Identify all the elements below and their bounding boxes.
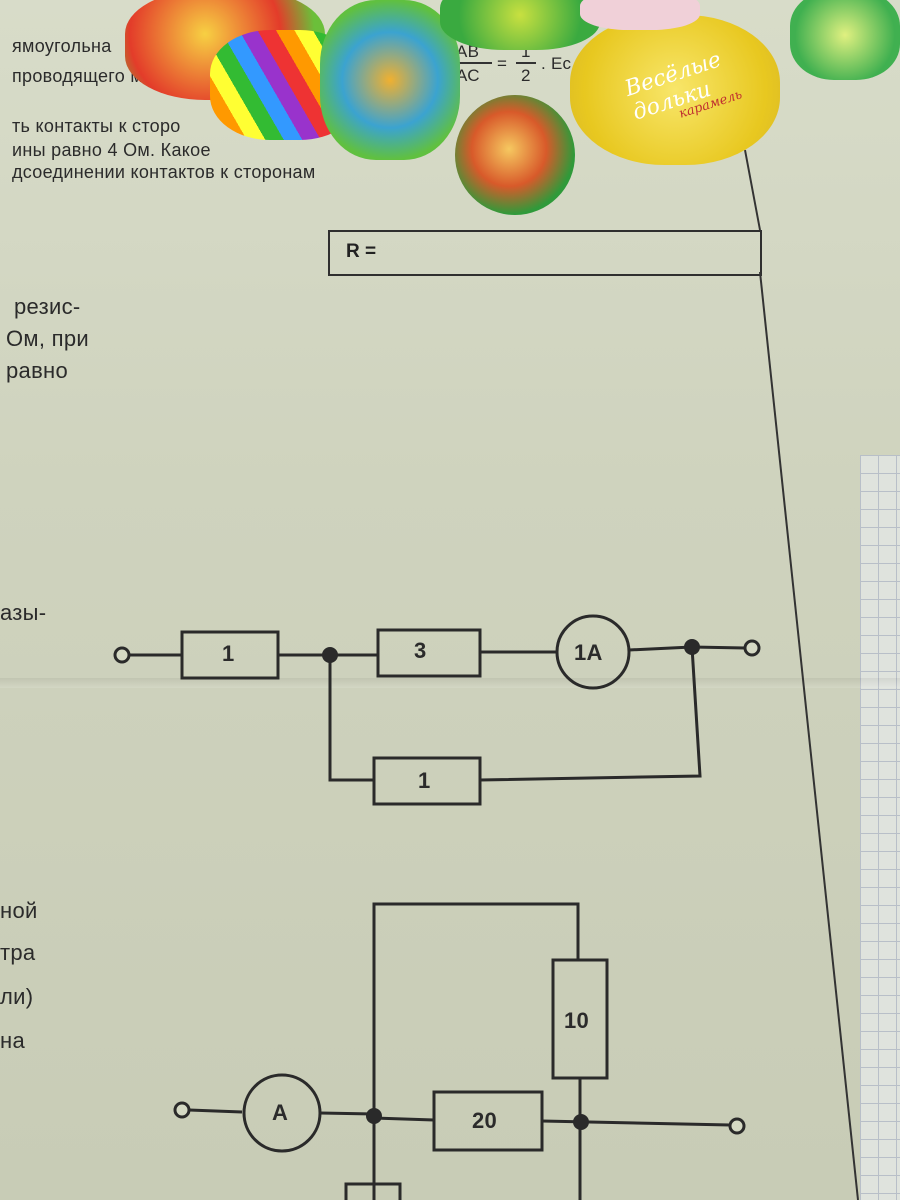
left-fragment-1: резис- <box>14 294 81 319</box>
left-fragment-4: азы- <box>0 600 47 625</box>
bottom-fragment-2: тра <box>0 940 36 965</box>
candy-wrapper-corner <box>790 0 900 80</box>
candy-wrapper-green-top <box>440 0 600 50</box>
grid-paper-edge <box>860 455 900 1200</box>
node-4 <box>573 1114 589 1130</box>
resistor-1a-label: 1 <box>222 641 235 666</box>
fraction-bar-right <box>516 62 536 64</box>
node-1 <box>322 647 338 663</box>
left-fragment-2: Ом, при <box>6 326 89 351</box>
node-2 <box>684 639 700 655</box>
fraction-bar-left <box>452 62 492 64</box>
fraction-tail: . Ес <box>541 54 572 73</box>
answer-label: R = <box>346 241 377 262</box>
terminal-right-2 <box>728 1117 746 1135</box>
ammeter-a-label: A <box>272 1100 289 1125</box>
resistor-3 <box>376 628 482 678</box>
circuit-1 <box>113 614 761 806</box>
bottom-fragment-4: на <box>0 1028 25 1053</box>
candy-wrapper-pink <box>580 0 700 30</box>
terminal-left-2 <box>173 1101 191 1119</box>
fraction-denominator-right: 2 <box>521 66 531 85</box>
text-line-1: ямоугольна <box>12 36 112 56</box>
left-fragment-3: равно <box>6 358 69 383</box>
text-line-4: ины равно 4 Ом. Какое <box>12 140 211 160</box>
candy-wrapper-blue <box>320 0 460 160</box>
resistor-3-label: 3 <box>414 638 427 663</box>
border-line-right <box>759 271 859 1200</box>
node-3 <box>366 1108 382 1124</box>
circuit-2 <box>173 902 746 1200</box>
fraction-numerator-right: 1 <box>521 42 531 61</box>
resistor-20-label: 20 <box>472 1108 498 1133</box>
terminal-left-1 <box>113 646 131 664</box>
fraction-denominator-left: АС <box>456 66 480 85</box>
paper-fold <box>0 678 900 688</box>
text-line-5: дсоединении контактов к сторонам <box>12 162 316 182</box>
candy-lemon-wrapper: Весёлые дольки карамель <box>570 15 780 165</box>
resistor-partial <box>344 1182 402 1200</box>
terminal-right-1 <box>743 639 761 657</box>
resistor-1b <box>372 756 482 806</box>
candy-wrapper-green <box>455 95 575 215</box>
resistor-10-label: 10 <box>564 1008 590 1033</box>
border-line-top <box>744 149 761 231</box>
answer-box[interactable]: R = <box>328 230 762 276</box>
bottom-fragment-1: ной <box>0 898 38 923</box>
text-line-3: ть контакты к сторо <box>12 116 181 136</box>
ammeter-1a <box>555 614 631 690</box>
bottom-fragment-3: ли) <box>0 984 34 1009</box>
resistor-1b-label: 1 <box>418 768 431 793</box>
fraction-equals: = <box>497 54 508 73</box>
ammeter-1a-label: 1A <box>574 640 603 665</box>
